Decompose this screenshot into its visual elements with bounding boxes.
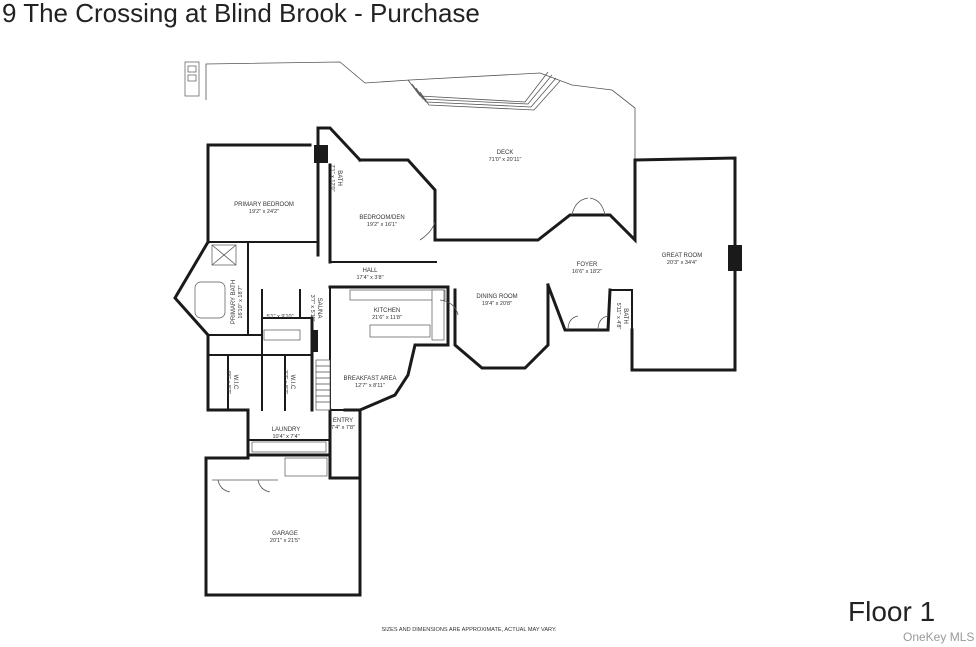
hall-label: HALL: [362, 268, 378, 274]
primary-bedroom-label: PRIMARY BEDROOM: [234, 202, 294, 208]
laundry-dim: 10'4" x 7'4": [272, 434, 299, 440]
great-room-dim: 20'3" x 34'4": [667, 260, 697, 266]
page-title: 9 The Crossing at Blind Brook - Purchase: [2, 0, 480, 28]
entry-label: ENTRY: [333, 418, 353, 424]
bedroom-den-label: BEDROOM/DEN: [359, 215, 404, 221]
disclaimer-text: SIZES AND DIMENSIONS ARE APPROXIMATE, AC…: [381, 627, 557, 633]
dining-room-label: DINING ROOM: [476, 294, 517, 300]
watermark: OneKey MLS: [903, 630, 975, 644]
wic-right-dim: 3'7" x 8'7": [282, 370, 288, 394]
wic-left-rot: W.I.C 4'5" x 8'7": [225, 370, 238, 394]
small-room-dim: 5'1" x 9'10": [266, 314, 293, 320]
great-room-label: GREAT ROOM: [662, 253, 702, 259]
stairs: [315, 359, 331, 411]
primary-bath-dim: 16'10" x 18'7": [238, 285, 244, 318]
room-labels: DECK 71'0" x 20'11" PRIMARY BEDROOM 19'2…: [225, 150, 702, 633]
garage-label: GARAGE: [272, 531, 298, 537]
bath-upper-dim: 7'1" x 12'0": [329, 164, 335, 191]
sauna-rot: SAUNA 3'7" x 5'11": [309, 295, 322, 322]
kitchen-label: KITCHEN: [374, 308, 400, 314]
wic-right-rot: W.I.C 3'7" x 8'7": [282, 370, 295, 394]
primary-bath-label: PRIMARY BATH: [231, 280, 237, 324]
kitchen-dim: 21'6" x 11'8": [372, 315, 402, 321]
wic-right-label: W.I.C: [289, 375, 295, 390]
dining-room-dim: 19'4" x 20'8": [482, 301, 512, 307]
bath-upper-label: BATH: [336, 170, 342, 186]
sauna-dim: 3'7" x 5'11": [309, 295, 315, 322]
wic-left-label: W.I.C: [232, 375, 238, 390]
wic-left-dim: 4'5" x 8'7": [225, 370, 231, 394]
garage-dim: 20'1" x 21'5": [270, 538, 300, 544]
foyer-dim: 16'6" x 18'2": [572, 269, 602, 275]
bath-upper-rot: BATH 7'1" x 12'0": [329, 164, 342, 191]
breakfast-area-label: BREAKFAST AREA: [344, 376, 397, 382]
bath-lower-rot: BATH 5'11" x 4'8": [615, 303, 628, 330]
bath-lower-label: BATH: [622, 308, 628, 324]
hall-dim: 17'4" x 3'8": [356, 275, 383, 281]
foyer-label: FOYER: [577, 262, 598, 268]
floor-label: Floor 1: [848, 596, 936, 627]
deck-dim: 71'0" x 20'11": [489, 157, 522, 163]
deck-outline: [184, 61, 636, 160]
laundry-label: LAUNDRY: [272, 427, 301, 433]
bath-lower-dim: 5'11" x 4'8": [615, 303, 621, 330]
exterior-walls: [173, 126, 737, 597]
entry-dim: 7'4" x 7'8": [331, 425, 355, 431]
breakfast-area-dim: 12'7" x 8'11": [355, 383, 385, 389]
interior-walls: [207, 145, 742, 441]
primary-bedroom-dim: 19'2" x 24'2": [249, 209, 279, 215]
deck-label: DECK: [497, 150, 514, 156]
fixtures: [194, 197, 609, 493]
primary-bath-rot: PRIMARY BATH 16'10" x 18'7": [231, 280, 244, 324]
sauna-label: SAUNA: [316, 298, 322, 319]
bedroom-den-dim: 19'2" x 16'1": [367, 222, 397, 228]
